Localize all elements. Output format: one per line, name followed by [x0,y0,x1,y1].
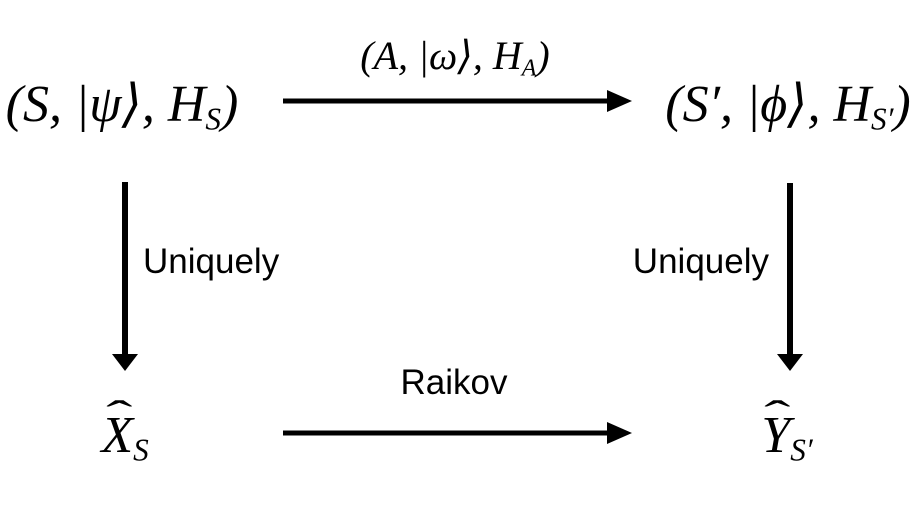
math-sub: S′ [790,432,813,468]
top-morphism-arrow [283,90,632,112]
top-arrow-label: (A, |ω⟩, HA) [360,34,549,82]
arrowhead-right-icon [607,422,632,444]
math-post: ) [893,76,911,133]
hat-accent-icon: ˆ [764,392,791,439]
math-sub: S [205,101,222,137]
left-uniquely-arrow [112,182,138,371]
math-pre: (A, |ω⟩, H [360,33,522,78]
left-arrow-label: Uniquely [143,242,280,281]
math-sub: S′ [871,101,894,137]
arrowhead-down-icon [112,354,138,371]
right-arrow-label: Uniquely [632,242,769,281]
arrowhead-down-icon [777,354,803,371]
bottom-arrow-label: Raikov [400,363,508,402]
math-post: ) [536,33,550,78]
math-base: Y [761,407,791,464]
math-sub: A [521,55,537,82]
math-base: X [101,407,134,464]
math-pre: (S′, |ϕ⟩, H [665,76,871,133]
math-post: ) [221,76,239,133]
bottom-raikov-arrow [283,422,632,444]
math-pre: (S, |ψ⟩, H [5,76,206,133]
hat-accent-icon: ˆ [105,392,133,439]
arrowhead-right-icon [607,90,632,112]
math-sub: S [133,432,149,468]
node-system-s-prime: (S′, |ϕ⟩, HS′) [665,76,911,137]
right-uniquely-arrow [777,183,803,371]
node-system-s: (S, |ψ⟩, HS) [6,76,239,137]
